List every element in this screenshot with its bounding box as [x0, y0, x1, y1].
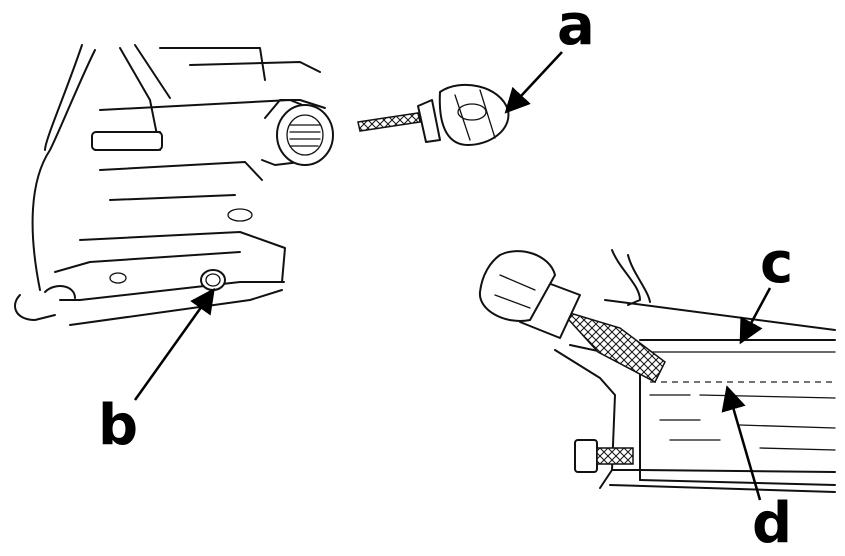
callout-c: c	[760, 231, 794, 296]
callout-d: d	[752, 491, 793, 556]
arrow-c	[739, 287, 772, 345]
oil-filler-cap-dipstick	[357, 83, 510, 146]
callout-a: a	[557, 0, 595, 58]
callout-b: b	[98, 393, 139, 458]
arrow-b	[133, 287, 215, 401]
arrow-d	[721, 385, 762, 501]
engine-crankcase	[14, 44, 321, 326]
oil-filler-neck	[261, 99, 334, 166]
arrow-a	[504, 51, 563, 114]
